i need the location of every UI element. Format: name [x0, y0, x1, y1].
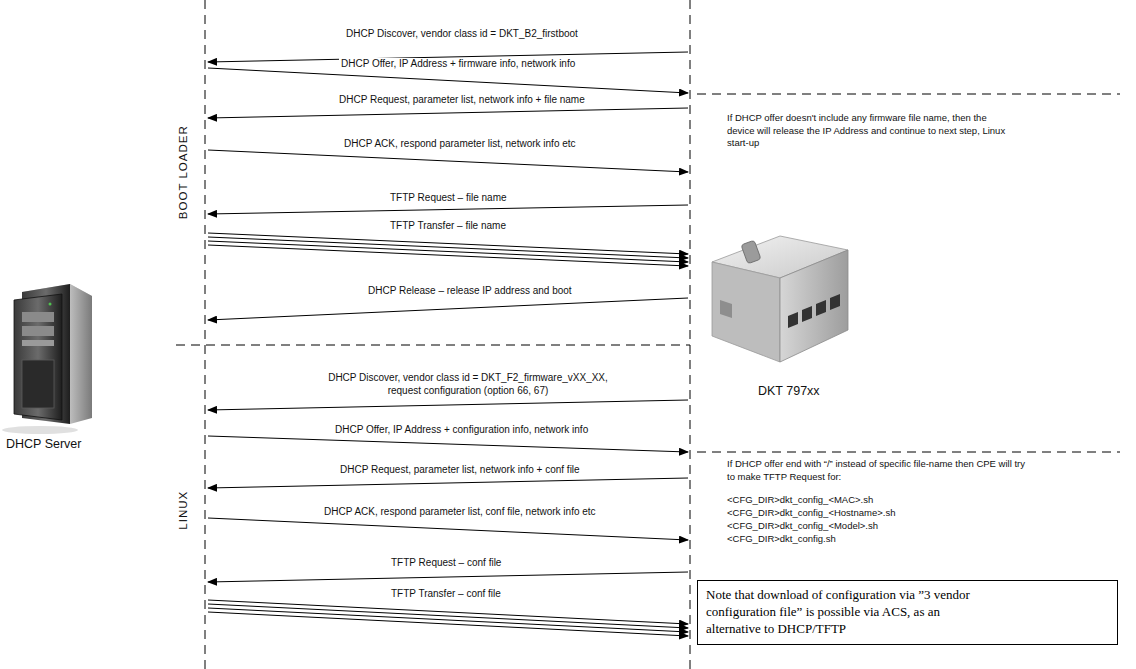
message-label: TFTP Transfer – conf file [389, 588, 503, 601]
lifelines [176, 0, 1120, 669]
message-arrows [208, 52, 688, 636]
server-caption: DHCP Server [6, 437, 81, 453]
section-label: BOOT LOADER [176, 125, 190, 219]
message-label: DHCP Request, parameter list, network in… [338, 464, 582, 477]
message-label: TFTP Transfer – file name [388, 220, 508, 233]
file-path: <CFG_DIR>dkt_config.sh [727, 533, 836, 546]
note-box: Note that download of configuration via … [697, 580, 1118, 645]
section-label: LINUX [176, 491, 190, 530]
note-text: Note that download of configuration via … [706, 587, 981, 638]
message-label: DHCP ACK, respond parameter list, networ… [342, 138, 578, 151]
message-label: DHCP Offer, IP Address + firmware info, … [339, 58, 577, 71]
message-label: DHCP Offer, IP Address + configuration i… [333, 424, 590, 437]
message-label: TFTP Request – conf file [389, 557, 503, 570]
server-illustration [2, 284, 92, 434]
message-label: DHCP Release – release IP address and bo… [366, 285, 574, 298]
device-illustration [712, 236, 848, 362]
message-label: DHCP Discover, vendor class id = DKT_B2_… [344, 28, 580, 41]
side-note: If DHCP offer end with “/” instead of sp… [727, 458, 1027, 483]
message-label: DHCP Request, parameter list, network in… [337, 94, 587, 107]
file-path: <CFG_DIR>dkt_config_<MAC>.sh [727, 494, 873, 507]
message-label: DHCP Discover, vendor class id = DKT_F2_… [311, 372, 625, 397]
device-caption: DKT 797xx [758, 384, 820, 400]
file-path: <CFG_DIR>dkt_config_<Hostname>.sh [727, 507, 895, 520]
file-path: <CFG_DIR>dkt_config_<Model>.sh [727, 520, 878, 533]
message-label: TFTP Request – file name [388, 192, 509, 205]
side-note: If DHCP offer doesn't include any firmwa… [727, 112, 1012, 150]
message-label: DHCP ACK, respond parameter list, conf f… [322, 506, 598, 519]
